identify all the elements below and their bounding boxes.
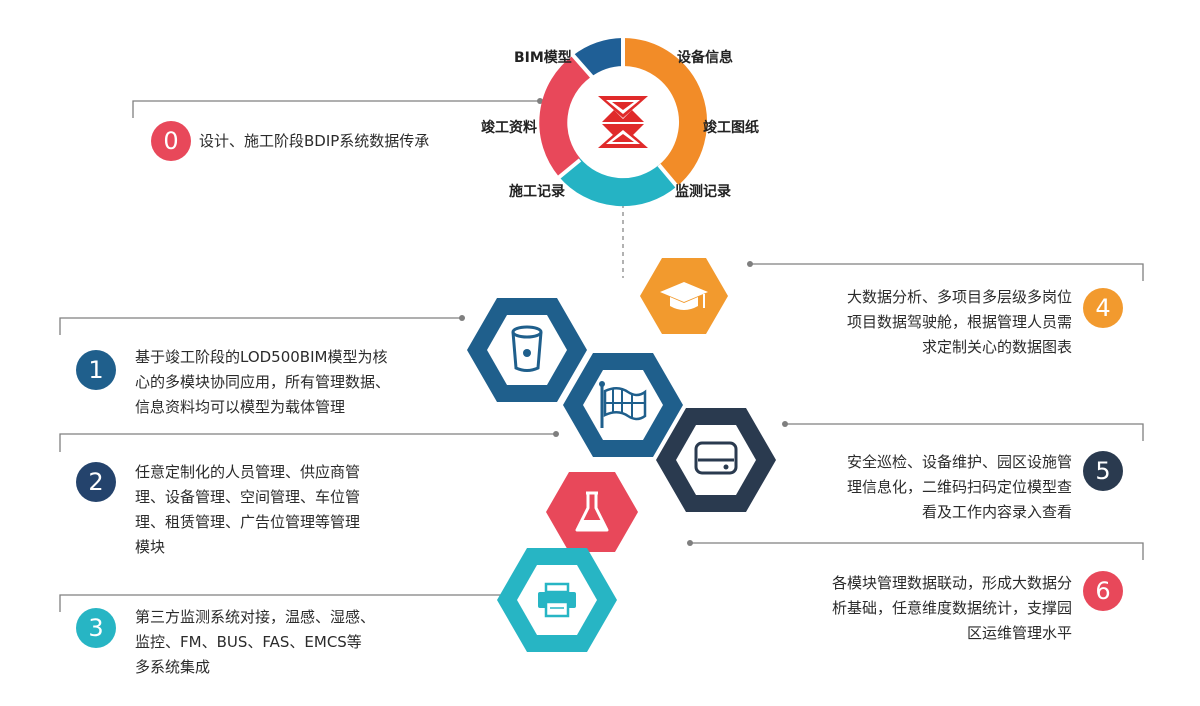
desc-6-line: 析基础，任意维度数据统计，支撑园	[831, 599, 1072, 617]
desc-4-line: 求定制关心的数据图表	[921, 338, 1072, 356]
desc-6: 各模块管理数据联动，形成大数据分 析基础，任意维度数据统计，支撑园 区运维管理水…	[832, 571, 1072, 646]
desc-1-line: 心的多模块协同应用，所有管理数据、	[135, 373, 391, 391]
desc-2-line: 模块	[135, 538, 166, 556]
desc-2-line: 理、设备管理、空间管理、车位管	[135, 488, 361, 506]
desc-3-line: 第三方监测系统对接，温感、湿感、	[135, 608, 376, 626]
desc-5: 安全巡检、设备维护、园区设施管 理信息化，二维码扫码定位模型查 看及工作内容录入…	[847, 450, 1072, 525]
server-icon	[656, 408, 776, 512]
flask-icon	[546, 472, 638, 552]
ring-label-completion-drawings: 竣工图纸	[703, 120, 759, 136]
badge-1: 1	[76, 350, 116, 390]
desc-1-line: 信息资料均可以模型为载体管理	[135, 398, 346, 416]
graduation-cap-icon	[640, 258, 728, 334]
badge-3: 3	[76, 608, 116, 648]
ring-label-construction-records: 施工记录	[509, 184, 565, 200]
desc-3: 第三方监测系统对接，温感、湿感、 监控、FM、BUS、FAS、EMCS等 多系统…	[135, 605, 375, 680]
ring-label-equipment: 设备信息	[677, 50, 733, 66]
desc-2-line: 任意定制化的人员管理、供应商管	[135, 463, 361, 481]
flag-icon	[563, 353, 683, 457]
badge-2: 2	[76, 462, 116, 502]
desc-0: 设计、施工阶段BDIP系统数据传承	[199, 132, 430, 150]
badge-4: 4	[1083, 288, 1123, 328]
desc-2-line: 理、租赁管理、广告位管理等管理	[135, 513, 361, 531]
badge-5: 5	[1083, 451, 1123, 491]
desc-6-line: 区运维管理水平	[966, 624, 1072, 642]
desc-3-line: 监控、FM、BUS、FAS、EMCS等	[135, 633, 362, 651]
database-icon	[467, 298, 587, 402]
ring-label-monitoring-records: 监测记录	[675, 184, 731, 200]
ring-label-bim: BIM模型	[514, 50, 572, 66]
ring-label-completion-docs: 竣工资料	[481, 120, 537, 136]
badge-6: 6	[1083, 571, 1123, 611]
desc-5-line: 安全巡检、设备维护、园区设施管	[846, 453, 1072, 471]
badge-0: 0	[151, 121, 191, 161]
desc-2: 任意定制化的人员管理、供应商管 理、设备管理、空间管理、车位管 理、租赁管理、广…	[135, 460, 360, 560]
desc-4: 大数据分析、多项目多层级多岗位 项目数据驾驶舱，根据管理人员需 求定制关心的数据…	[847, 285, 1072, 360]
ring-segment-orange	[622, 38, 707, 187]
desc-6-line: 各模块管理数据联动，形成大数据分	[831, 574, 1072, 592]
desc-4-line: 大数据分析、多项目多层级多岗位	[846, 288, 1072, 306]
desc-1: 基于竣工阶段的LOD500BIM模型为核 心的多模块协同应用，所有管理数据、 信…	[135, 345, 390, 420]
ring-segment-teal	[558, 157, 678, 207]
desc-5-line: 看及工作内容录入查看	[921, 503, 1072, 521]
printer-icon	[497, 548, 617, 652]
desc-3-line: 多系统集成	[135, 658, 211, 676]
ring-segment-red	[539, 55, 591, 177]
center-logo	[598, 96, 648, 148]
desc-4-line: 项目数据驾驶舱，根据管理人员需	[846, 313, 1072, 331]
desc-1-line: 基于竣工阶段的LOD500BIM模型为核	[135, 348, 388, 366]
desc-5-line: 理信息化，二维码扫码定位模型查	[846, 478, 1072, 496]
ring-segment-blue	[573, 38, 624, 78]
